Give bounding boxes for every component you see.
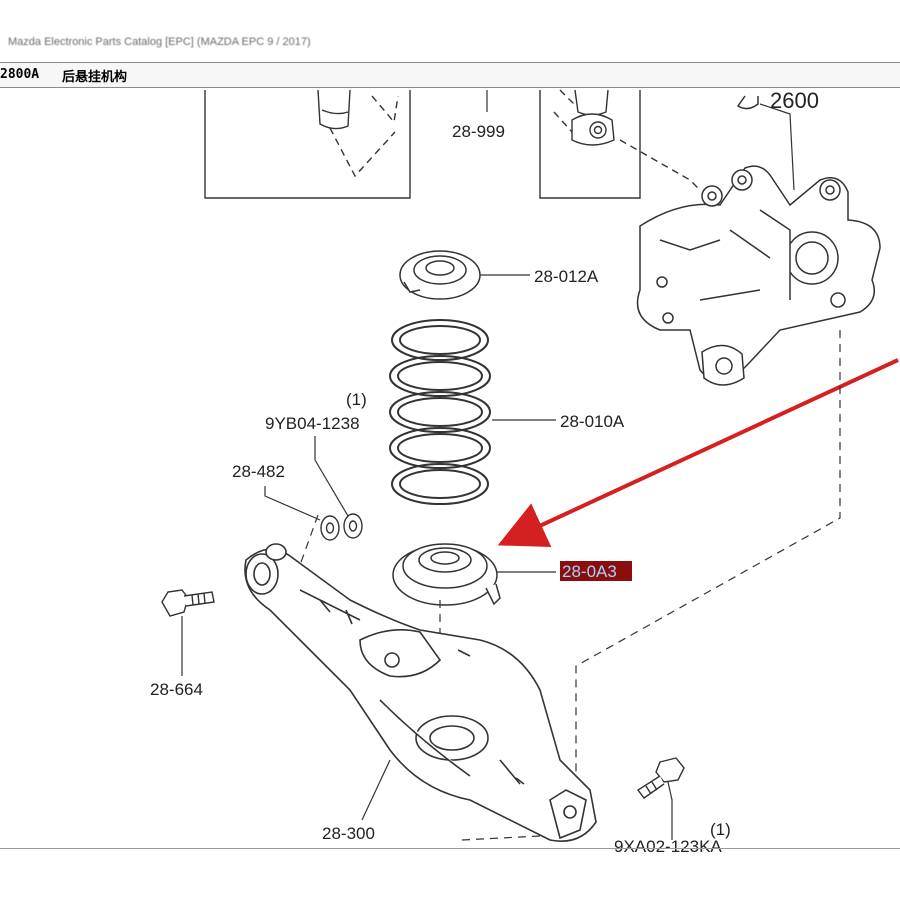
label-28-999[interactable]: 28-999 bbox=[452, 122, 505, 141]
section-code: 2800A bbox=[0, 67, 40, 82]
label-9XA02-123KA[interactable]: 9XA02-123KA bbox=[614, 837, 722, 856]
label-28-010A[interactable]: 28-010A bbox=[560, 412, 625, 431]
label-28-012A[interactable]: 28-012A bbox=[534, 267, 599, 286]
section-name: 后悬挂机构 bbox=[62, 69, 128, 84]
callout-arrow bbox=[497, 358, 899, 547]
bolt-9XA02-123KA bbox=[636, 757, 685, 799]
leader-line-9YB04-1238 bbox=[314, 436, 349, 517]
label-2600[interactable]: 2600 bbox=[770, 88, 819, 113]
window-title-bar: Mazda Electronic Parts Catalog [EPC] (MA… bbox=[0, 36, 900, 50]
bottom-divider bbox=[0, 848, 900, 849]
qty-9YB04-1238: (1) bbox=[346, 390, 367, 409]
section-header: 2800A 后悬挂机构 bbox=[0, 62, 900, 88]
label-28-482[interactable]: 28-482 bbox=[232, 462, 285, 481]
qty-9XA02-123KA: (1) bbox=[710, 820, 731, 839]
leader-line-2600 bbox=[759, 103, 795, 191]
label-28-664[interactable]: 28-664 bbox=[150, 680, 203, 699]
lower-control-arm bbox=[244, 543, 597, 842]
label-9YB04-1238[interactable]: 9YB04-1238 bbox=[265, 414, 360, 433]
assembly-dashed-lines bbox=[299, 330, 841, 841]
shock-absorber-left-frame bbox=[204, 89, 411, 199]
leader-line-9XA02-123KA bbox=[667, 781, 673, 840]
bolt-28-664 bbox=[161, 589, 215, 617]
lower-spring-seat bbox=[392, 543, 501, 606]
leader-line-28-300 bbox=[361, 759, 391, 821]
window-title: Mazda Electronic Parts Catalog [EPC] (MA… bbox=[8, 36, 311, 48]
knuckle-assembly bbox=[636, 95, 881, 386]
upper-spring-seat bbox=[399, 250, 481, 300]
washers bbox=[320, 513, 363, 541]
label-28-0A3[interactable]: 28-0A3 bbox=[562, 562, 617, 581]
highlight-28-0A3 bbox=[560, 561, 632, 581]
leader-line-28-482 bbox=[264, 486, 321, 521]
shock-absorber-right-frame bbox=[539, 89, 701, 199]
coil-spring bbox=[389, 319, 491, 505]
label-28-300[interactable]: 28-300 bbox=[322, 824, 375, 843]
